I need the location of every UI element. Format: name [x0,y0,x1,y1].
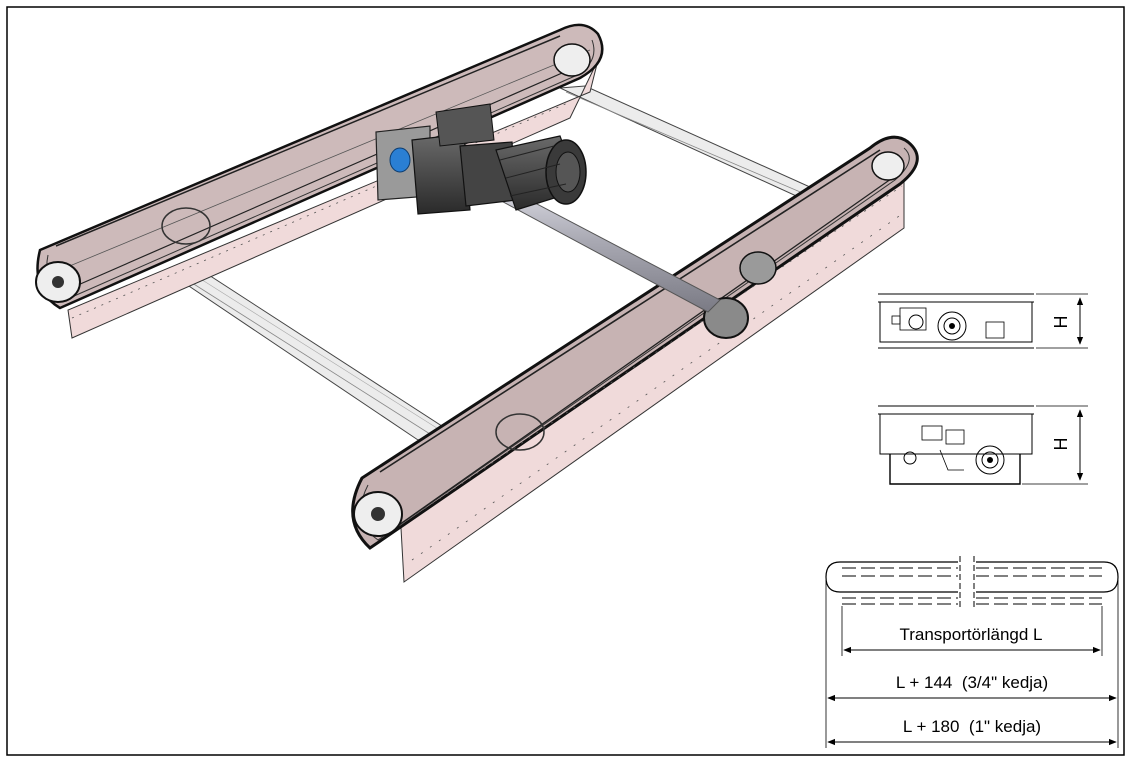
dimension-label-l-180: L + 180 (1" kedja) [903,717,1041,736]
side-view-bottom: H [878,405,1088,485]
rail-left [35,23,604,339]
length-diagram: Transportörlängd L L + 144 (3/4" kedja) … [825,556,1119,748]
dimension-label-h-bottom: H [1051,438,1071,451]
dimension-label-l-144: L + 144 (3/4" kedja) [896,673,1048,692]
chain-loop-outline [825,561,1119,593]
drawing-border [6,6,1125,756]
conveyor-illustration [35,23,919,583]
side-view-top: H [878,293,1088,349]
dimension-label-h-top: H [1051,316,1071,329]
cross-member-rear [558,85,832,201]
rail-right [351,135,919,583]
motor-assembly [375,103,587,215]
dimension-label-l: Transportörlängd L [899,625,1042,644]
cross-member-front [166,267,450,441]
